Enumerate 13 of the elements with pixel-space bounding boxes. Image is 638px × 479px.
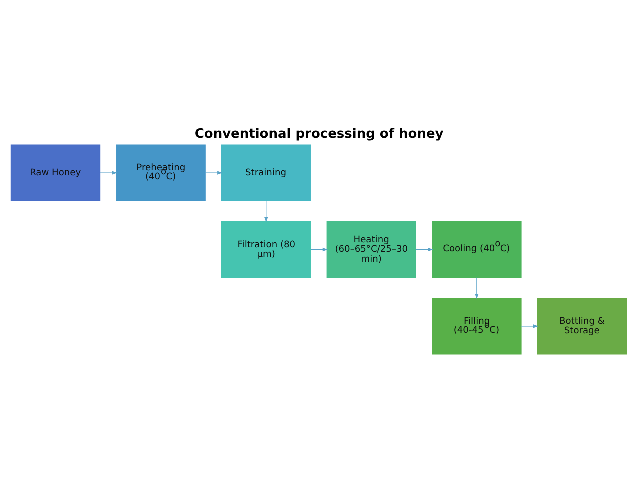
- arrow: [100, 170, 118, 174]
- node-box: Heating (60–65°C/25–30 min): [326, 220, 416, 278]
- node-box: Straining: [222, 144, 312, 201]
- arrow: [205, 170, 223, 174]
- node-box: Filtration (80 µm): [222, 220, 312, 278]
- arrow: [310, 247, 328, 252]
- node-box: Bottling & Storage: [537, 298, 628, 354]
- arrow: [264, 200, 268, 222]
- diagram-title: Conventional processing of honey: [194, 126, 444, 142]
- arrow: [416, 247, 434, 252]
- arrow: [475, 277, 479, 299]
- arrow: [521, 324, 539, 328]
- node-box: Raw Honey: [10, 144, 101, 201]
